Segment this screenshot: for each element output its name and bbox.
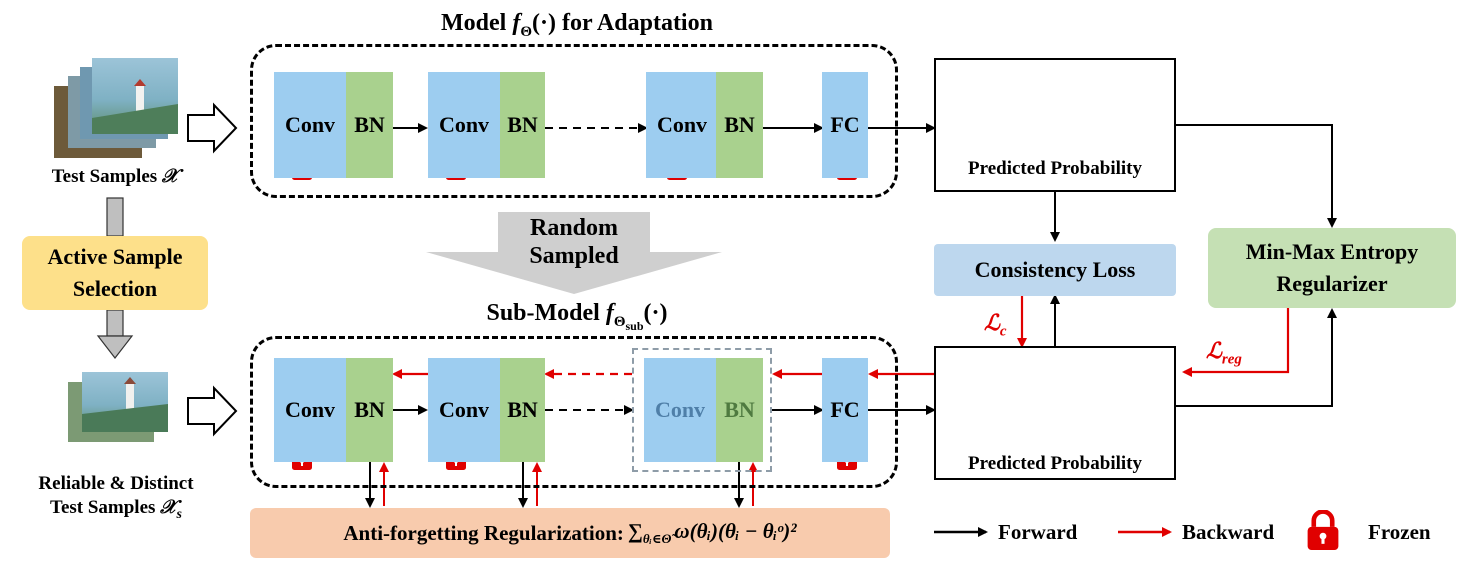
legend-backward-label: Backward	[1182, 520, 1275, 544]
top-bn-block: BN	[716, 72, 763, 178]
frozen-legend-lock-icon	[1308, 512, 1339, 550]
predicted-probability-box-top	[934, 58, 1176, 192]
lc-loss-label: ℒc	[984, 310, 1007, 340]
top-conv-block: Conv	[646, 72, 718, 178]
anti-forgetting-label: Anti-forgetting Regularization:	[343, 520, 624, 545]
top-model-container	[250, 44, 898, 198]
consistency-loss-box: Consistency Loss	[934, 244, 1176, 296]
legend-forward-label: Forward	[998, 520, 1078, 544]
anti-forgetting-regularization-box: Anti-forgetting Regularization: ∑θᵢ∈Θ̃ω(…	[250, 508, 890, 558]
predicted-probability-label-bottom: Predicted Probability	[968, 453, 1142, 474]
sampled-out-layer-box	[632, 348, 772, 472]
sub-conv-block-sampled-out: Conv	[644, 358, 716, 462]
down-arrow-left	[96, 335, 134, 359]
sub-model-title: Sub-Model fΘsub(·)	[486, 300, 668, 333]
predicted-probability-box-bottom	[934, 346, 1176, 480]
sub-bn-block-sampled-out: BN	[716, 358, 763, 462]
sub-fc-block: FC	[822, 358, 868, 462]
predicted-probability-label-top: Predicted Probability	[968, 158, 1142, 179]
input-arrow-bottom	[187, 385, 238, 437]
top-model-title: Model fΘ(·) for Adaptation	[441, 10, 713, 40]
top-conv-block: Conv	[274, 72, 346, 178]
sub-model-container	[250, 336, 898, 488]
sub-bn-block: BN	[346, 358, 393, 462]
test-samples-image-stack	[54, 58, 178, 158]
test-samples-label: Test Samples 𝒳	[51, 166, 179, 187]
sub-conv-block: Conv	[274, 358, 346, 462]
random-sampled-label: Random Sampled	[529, 215, 619, 269]
anti-forgetting-formula: ∑θᵢ∈Θ̃ω(θᵢ)(θᵢ − θᵢᵒ)²	[627, 519, 797, 547]
sub-conv-block: Conv	[428, 358, 500, 462]
reliable-samples-image	[68, 372, 168, 442]
top-bn-block: BN	[346, 72, 393, 178]
random-sampled-arrow	[426, 212, 722, 294]
lreg-loss-label: ℒreg	[1206, 338, 1242, 368]
top-fc-block: FC	[822, 72, 868, 178]
top-conv-block: Conv	[428, 72, 500, 178]
top-bn-block: BN	[500, 72, 545, 178]
sub-bn-block: BN	[500, 358, 545, 462]
reliable-test-samples-label: Reliable & Distinct Test Samples 𝒳s	[38, 473, 194, 522]
legend-frozen-label: Frozen	[1368, 520, 1431, 544]
input-arrow-top	[187, 102, 238, 154]
